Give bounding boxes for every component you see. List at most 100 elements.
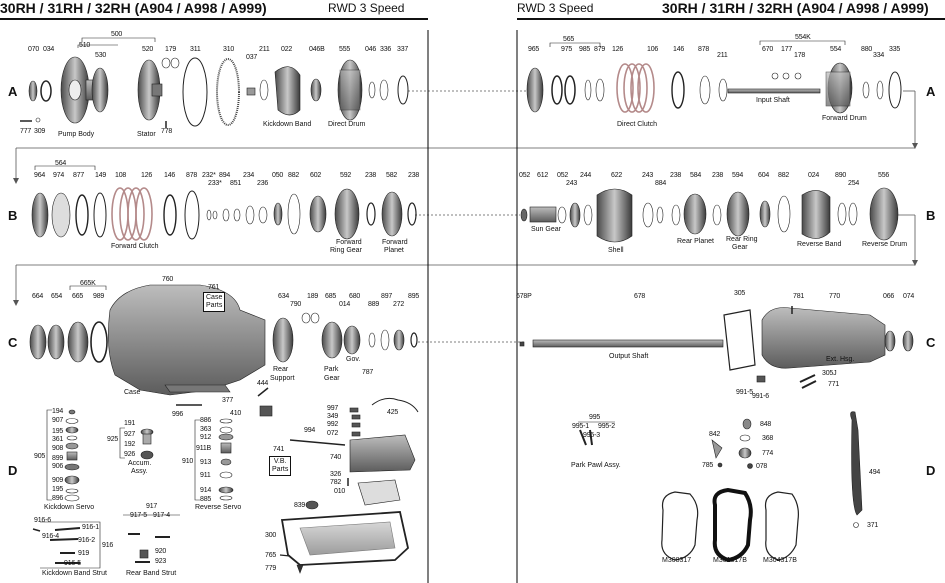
part-number: 305 — [734, 290, 746, 297]
part-number: 654 — [51, 293, 63, 300]
part-number: 916-4 — [42, 533, 59, 540]
part-number: 622 — [611, 172, 623, 179]
part-number: 334 — [873, 52, 885, 59]
part-number: 612 — [537, 172, 549, 179]
part-number: 211 — [259, 46, 270, 53]
row-label-a-left: A — [8, 84, 18, 99]
part-number: 890 — [835, 172, 847, 179]
left-subtitle: RWD 3 Speed — [328, 1, 405, 15]
part-number: 848 — [760, 421, 772, 428]
part-number: 070 — [28, 46, 40, 53]
row-b-left-parts — [31, 187, 417, 241]
part-number: 146 — [673, 46, 685, 53]
part-number: 243 — [566, 180, 578, 187]
part-number: 050 — [272, 172, 284, 179]
part-number: 337 — [397, 46, 409, 53]
part-number: 880 — [861, 46, 873, 53]
part-number: 785 — [702, 462, 714, 469]
part-number: 238 — [670, 172, 682, 179]
right-header-rule — [517, 18, 945, 20]
part-number: 974 — [53, 172, 65, 179]
left-header-rule — [0, 18, 428, 20]
part-number: 995-1 — [572, 423, 589, 430]
part-number: 889 — [368, 301, 380, 308]
part-number: 882 — [778, 172, 790, 179]
part-caption: Forward — [336, 239, 362, 246]
part-number: 046 — [365, 46, 377, 53]
part-number: 781 — [793, 293, 805, 300]
part-number: 565 — [563, 36, 575, 43]
part-number: 916-6 — [34, 517, 51, 524]
part-number: 014 — [339, 301, 351, 308]
row-b-right-parts — [520, 187, 899, 243]
part-number: 010 — [334, 488, 346, 495]
part-number: 770 — [829, 293, 841, 300]
flow-guide-lines — [15, 30, 916, 583]
part-number: 634 — [278, 293, 290, 300]
part-number: 300 — [265, 532, 277, 539]
part-number: 878 — [186, 172, 198, 179]
part-caption: Accum. — [128, 460, 152, 467]
part-number: 066 — [883, 293, 895, 300]
part-number: 914 — [200, 487, 212, 494]
part-caption: Output Shaft — [609, 353, 649, 360]
part-number: 896 — [52, 495, 64, 502]
part-number: 916-2 — [78, 537, 95, 544]
part-number: 920 — [155, 548, 167, 555]
part-number: 664 — [32, 293, 44, 300]
part-caption: Park — [324, 366, 339, 373]
part-number: 309 — [34, 128, 46, 135]
part-number: 910 — [182, 458, 194, 465]
row-d-left-parts — [32, 397, 419, 574]
row-c-right-parts — [519, 306, 914, 389]
part-caption: Ext. Hsg. — [826, 356, 855, 363]
part-number: 377 — [222, 397, 234, 404]
part-number: 305J — [822, 370, 837, 377]
part-caption: Reverse Band — [797, 241, 842, 248]
part-number: 336 — [380, 46, 392, 53]
part-number: 777 — [20, 128, 32, 135]
part-number: 037 — [246, 54, 258, 61]
part-number: 909 — [52, 477, 64, 484]
part-caption: Reverse Drum — [862, 241, 908, 248]
part-number: 046B — [309, 46, 325, 53]
part-number: 582 — [386, 172, 398, 179]
part-caption: M301317B — [713, 557, 747, 564]
box-line: Case — [206, 294, 223, 301]
part-number: 991-5 — [736, 389, 753, 396]
part-number: 371 — [867, 522, 879, 529]
row-a-right-parts — [526, 62, 902, 114]
part-caption: Direct Drum — [328, 121, 366, 128]
part-number: 907 — [52, 417, 64, 424]
part-number: 994 — [304, 427, 316, 434]
part-number: 149 — [95, 172, 107, 179]
part-number: 897 — [381, 293, 393, 300]
part-caption: Gov. — [346, 356, 361, 363]
part-number: 911B — [196, 445, 212, 452]
part-number: 554 — [830, 46, 842, 53]
part-number: 906 — [52, 463, 64, 470]
part-number: 665 — [72, 293, 84, 300]
left-title: 30RH / 31RH / 32RH (A904 / A998 / A999) — [0, 0, 267, 16]
part-number: 179 — [165, 46, 177, 53]
part-number: 272 — [393, 301, 405, 308]
part-number: 917-5 — [130, 512, 147, 519]
part-number: 917 — [146, 503, 158, 510]
part-number: 670 — [762, 46, 774, 53]
guide-arrows — [13, 143, 918, 306]
part-number: 782 — [330, 479, 342, 486]
part-number: 774 — [762, 450, 774, 457]
part-number: 022 — [281, 46, 293, 53]
part-number: 916 — [102, 542, 114, 549]
part-number: 126 — [612, 46, 624, 53]
part-number: 685 — [325, 293, 337, 300]
part-number: 178 — [794, 52, 806, 59]
part-number: 678P — [516, 293, 532, 300]
part-number: 072 — [327, 430, 339, 437]
part-number: 052 — [519, 172, 531, 179]
part-number: 444 — [257, 380, 269, 387]
part-number: 899 — [52, 455, 64, 462]
part-number: 996 — [172, 411, 184, 418]
